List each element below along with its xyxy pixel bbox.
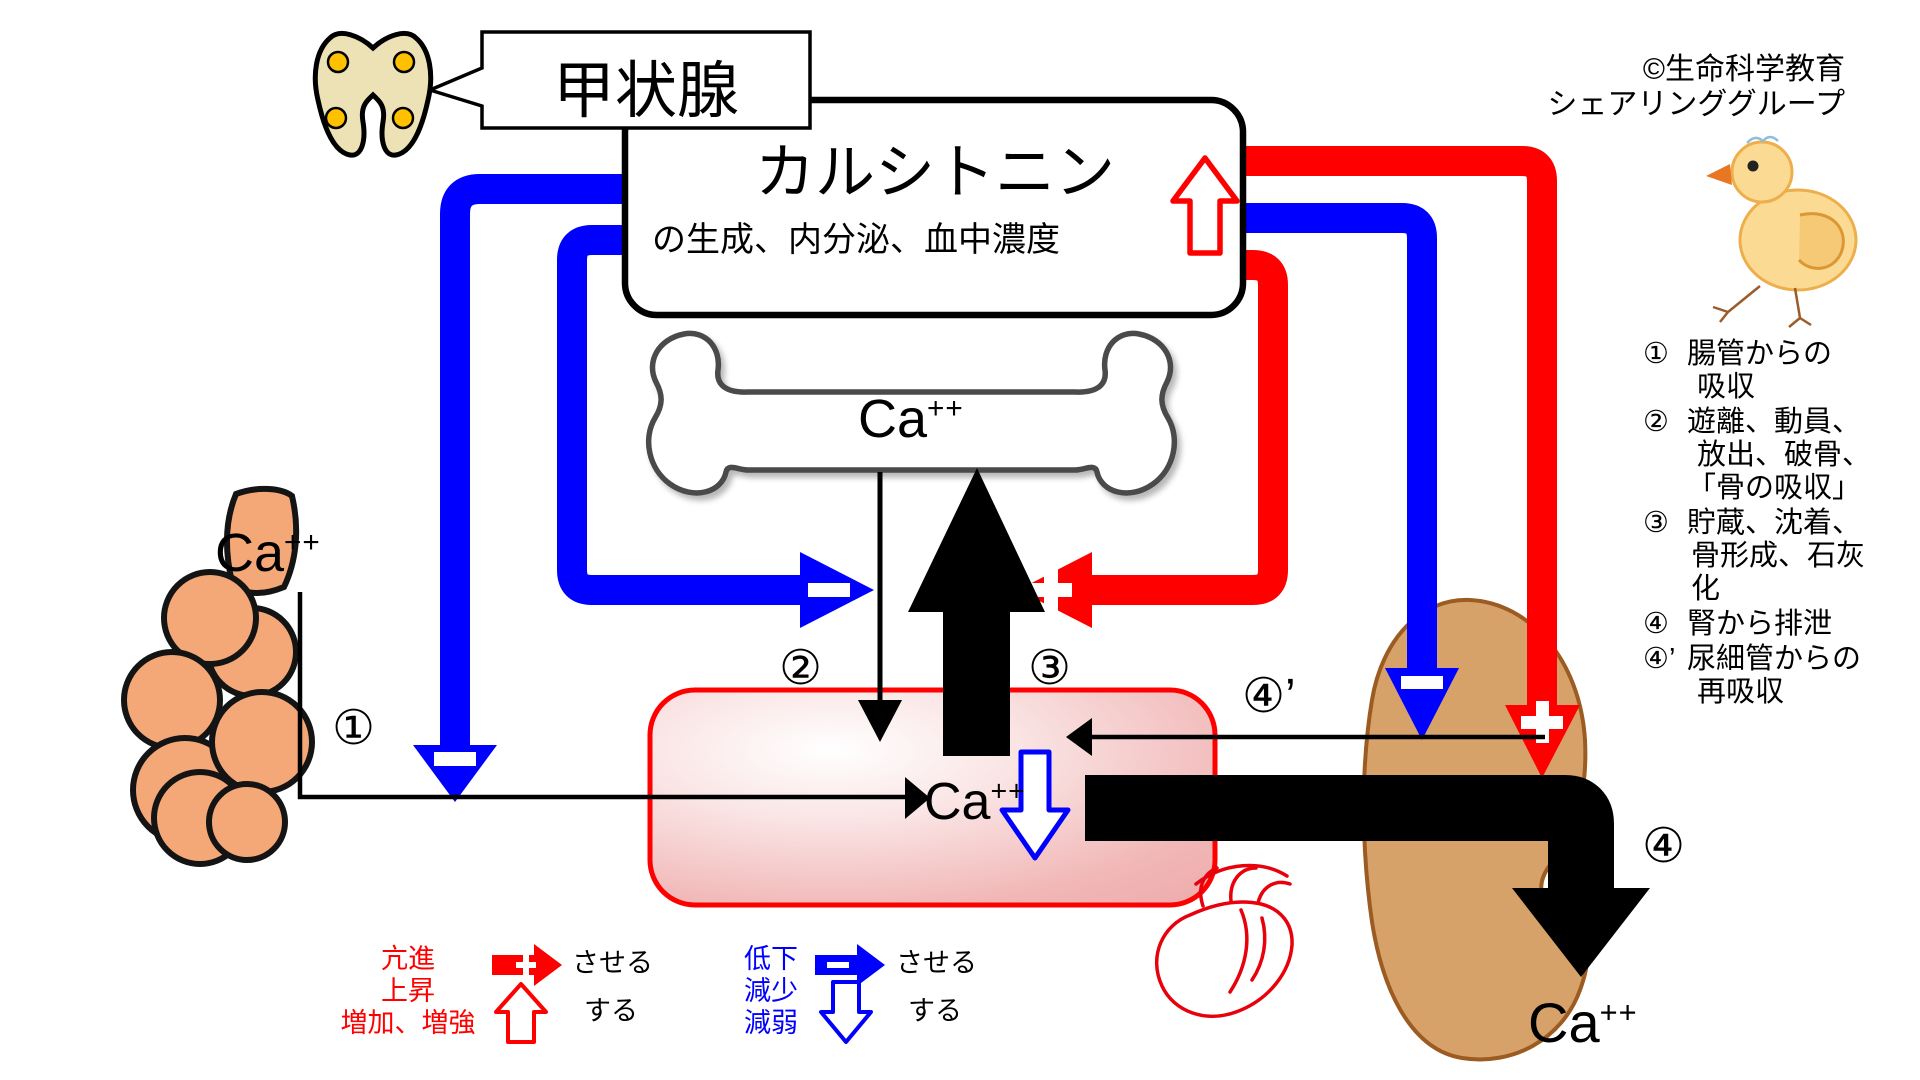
legend-decrease-words: 低下 減少 減弱	[744, 944, 798, 1038]
step-3-marker: ③	[1028, 642, 1072, 695]
heart-illustration	[1155, 863, 1294, 1018]
blood-ca-label: Ca++	[924, 773, 1026, 831]
list-item: ④ 腎から排泄	[1643, 608, 1833, 641]
copyright-credit: ©生命科学教育 シェアリンググループ	[1547, 53, 1845, 122]
thin-arrow-intestine-to-blood	[297, 592, 930, 819]
list-item: ③ 貯蔵、沈着、骨形成、石灰化	[1643, 507, 1866, 606]
plus-mark	[1536, 701, 1549, 743]
thyroid-callout-bubble	[424, 30, 812, 130]
thyroid-dot	[326, 50, 350, 74]
bone-ca-label: Ca++	[858, 389, 964, 449]
list-item: ④’ 尿細管からの再吸収	[1643, 643, 1862, 709]
thin-arrow-reabsorption	[1066, 718, 1545, 756]
minus-mark	[1401, 676, 1443, 689]
step-4p-marker: ④’	[1242, 670, 1296, 723]
blue-path-bone-release	[557, 225, 874, 628]
plus-mark	[1044, 569, 1058, 611]
chick-mascot-illustration	[1706, 135, 1858, 328]
red-path-bone-deposition	[1018, 250, 1288, 628]
hormone-subtitle: の生成、内分泌、血中濃度	[652, 221, 1060, 259]
bone-illustration	[645, 330, 1178, 496]
minus-mark	[808, 583, 850, 597]
legend-increase-words: 亢進 上昇 増加、増強	[340, 944, 476, 1038]
hormone-title: カルシトニン	[755, 139, 1115, 206]
legend-hollow-red-up-arrow-icon	[494, 982, 548, 1044]
step-2-marker: ②	[779, 642, 823, 695]
thyroid-dot	[392, 50, 416, 74]
red-path-kidney-excretion	[1243, 146, 1580, 778]
blue-path-kidney-reabsorption	[1243, 203, 1459, 740]
minus-mark	[434, 752, 476, 766]
legend-increase-cause-label: させる	[572, 948, 653, 978]
legend-decrease-cause-label: させる	[896, 948, 977, 978]
legend-solid-red-arrow-icon	[492, 944, 562, 986]
intestine-illustration	[121, 486, 315, 867]
step-definition-list: ① 腸管からの吸収 ② 遊離、動員、放出、破骨、「骨の吸収」 ③ 貯蔵、沈着、骨…	[1643, 338, 1913, 712]
legend-hollow-blue-down-arrow-icon	[819, 980, 873, 1044]
thin-arrow-bone-to-blood	[858, 472, 902, 742]
list-item: ① 腸管からの吸収	[1643, 338, 1833, 404]
decrease-down-arrow-icon	[999, 749, 1071, 861]
intestine-ca-label: Ca++	[215, 523, 321, 583]
thyroid-label: 甲状腺	[552, 57, 739, 126]
legend-increase-self-label: する	[584, 996, 638, 1026]
urine-ca-label: Ca++	[1528, 991, 1638, 1054]
increase-up-arrow-icon	[1170, 155, 1240, 256]
legend-solid-blue-arrow-icon	[815, 944, 885, 986]
blue-path-intestine	[413, 174, 625, 802]
calcitonin-box	[621, 96, 1247, 319]
thyroid-gland-illustration	[312, 31, 434, 158]
list-item: ② 遊離、動員、放出、破骨、「骨の吸収」	[1643, 406, 1872, 505]
legend-decrease-self-label: する	[908, 996, 962, 1026]
step-1-marker: ①	[332, 702, 376, 755]
black-path-urine-excretion	[1085, 775, 1650, 977]
thyroid-dot	[324, 106, 348, 130]
thyroid-dot	[391, 106, 415, 130]
step-4-marker: ④	[1642, 820, 1686, 873]
black-arrow-blood-to-bone	[908, 468, 1045, 756]
